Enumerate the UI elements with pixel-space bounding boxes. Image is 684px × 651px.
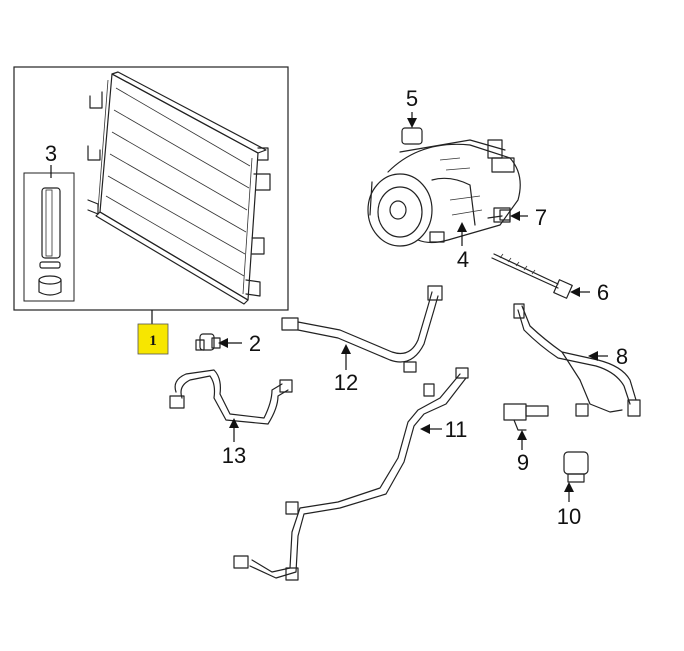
callout-13: 13 (222, 443, 246, 468)
receiver-drier (38, 187, 62, 296)
callout-1-highlight (137, 323, 169, 355)
callout-11: 11 (445, 417, 468, 442)
hose-8 (513, 303, 641, 417)
fitting-7 (487, 209, 528, 221)
valve-10 (563, 451, 589, 502)
callout-5: 5 (406, 86, 418, 111)
hose-13 (169, 369, 293, 442)
hose-11 (233, 367, 469, 581)
callout-3: 3 (45, 141, 57, 166)
callout-12: 12 (334, 370, 358, 395)
condenser-frame (13, 66, 289, 311)
pressure-switch (195, 333, 242, 351)
hose-12 (281, 285, 443, 373)
callout-7: 7 (535, 205, 547, 230)
callout-9: 9 (517, 450, 529, 475)
callout-10: 10 (557, 504, 581, 529)
drier-inset-frame (23, 172, 75, 302)
bolt-6 (491, 253, 590, 299)
bracket-9 (503, 403, 549, 450)
callout-4: 4 (457, 247, 469, 272)
condenser-core (87, 71, 271, 305)
callout-6: 6 (597, 280, 609, 305)
callout-2: 2 (249, 331, 261, 356)
callout-8: 8 (616, 344, 628, 369)
callout-1: 1 (149, 333, 157, 349)
condenser-group (13, 66, 289, 355)
compressor (367, 112, 521, 247)
